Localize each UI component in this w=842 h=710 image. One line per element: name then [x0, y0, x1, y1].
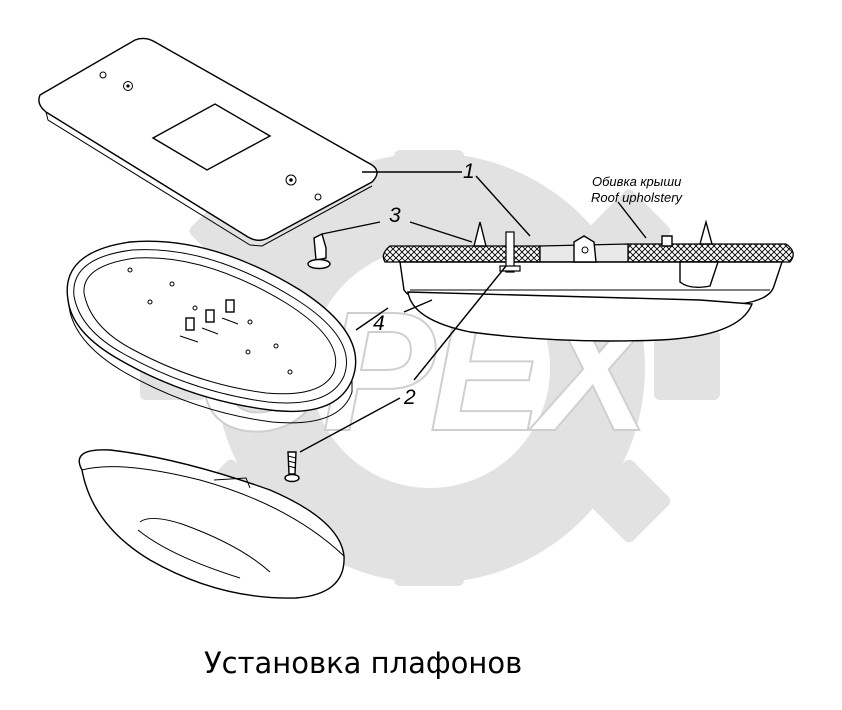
- note-roof-upholstery-ru: Обивка крыши: [592, 174, 681, 189]
- leader-lines: [299, 171, 647, 453]
- section-view: [382, 219, 794, 342]
- clip-part-3: [307, 232, 331, 270]
- figure-caption: Установка плафонов: [204, 646, 522, 680]
- callout-2: 2: [403, 386, 416, 409]
- callout-4: 4: [373, 312, 385, 335]
- lens-cover: [78, 449, 345, 599]
- callout-3: 3: [389, 204, 401, 227]
- lamp-housing-part-4: [66, 240, 357, 424]
- mounting-plate: [38, 37, 378, 247]
- callout-1: 1: [463, 160, 475, 183]
- screw-part-2: [284, 451, 300, 483]
- note-roof-upholstery-en: Roof upholstery: [591, 190, 684, 205]
